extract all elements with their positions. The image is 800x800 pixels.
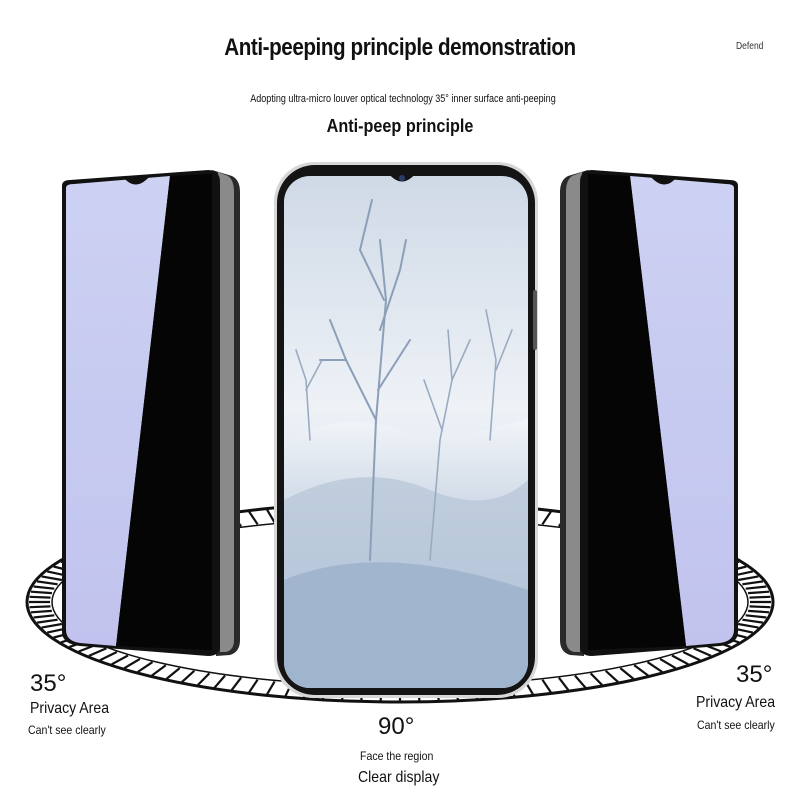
dial-tick <box>745 614 767 619</box>
dial-tick <box>248 679 259 694</box>
dial-tick <box>99 651 118 662</box>
left-view-caption: Can't see clearly <box>28 723 106 737</box>
dial-tick <box>41 622 63 629</box>
right-view-label: Privacy Area <box>696 694 776 711</box>
left-view-label: Privacy Area <box>30 700 110 717</box>
dial-tick <box>266 509 276 524</box>
dial-tick <box>213 674 226 689</box>
page-title: Anti-peeping principle demonstration <box>224 34 576 61</box>
dial-tick <box>197 672 211 686</box>
left-phone-privacy <box>62 170 240 656</box>
dial-tick <box>742 580 764 586</box>
dial-tick <box>181 669 196 683</box>
dial-tick <box>541 510 552 525</box>
dial-tick <box>36 580 58 586</box>
dial-tick <box>749 595 771 599</box>
dial-tick <box>29 605 51 609</box>
dial-tick <box>88 647 107 657</box>
dial-tick <box>619 667 635 680</box>
dial-tick <box>646 661 663 673</box>
dial-tick <box>604 669 619 683</box>
dial-tick <box>151 664 167 677</box>
dial-tick <box>633 664 649 677</box>
dial-tick <box>41 575 63 582</box>
dial-tick <box>671 654 689 666</box>
dial-tick <box>748 609 770 614</box>
dial-tick <box>737 622 759 629</box>
dial-tick <box>248 510 259 525</box>
right-phone-privacy <box>560 170 738 656</box>
dial-tick <box>137 661 154 673</box>
dial-tick <box>111 654 129 666</box>
dial-tick <box>748 590 770 595</box>
left-angle-value: 35° <box>30 670 67 697</box>
dial-tick <box>33 585 55 590</box>
dial-tick <box>30 590 52 595</box>
section-heading: Anti-peep principle <box>326 116 474 136</box>
dial-tick <box>123 657 141 670</box>
dial-tick <box>659 657 677 670</box>
dial-tick <box>33 614 55 619</box>
dial-tick <box>745 585 767 590</box>
dial-tick <box>574 674 587 689</box>
dial-tick <box>29 595 51 599</box>
dial-tick <box>737 575 759 582</box>
dial-tick <box>165 667 181 680</box>
dial-tick <box>682 651 701 662</box>
center-phone-clear <box>274 162 538 698</box>
dial-tick <box>693 647 712 657</box>
right-angle-value: 35° <box>736 661 773 688</box>
dial-tick <box>749 605 771 609</box>
dial-tick <box>36 618 58 624</box>
center-angle-value: 90° <box>378 713 415 740</box>
dial-tick <box>558 677 570 691</box>
dial-tick <box>230 677 242 691</box>
center-view-label: Face the region <box>360 749 434 763</box>
dial-tick <box>266 680 276 695</box>
dial-tick <box>541 679 552 694</box>
center-view-caption: Clear display <box>358 769 440 786</box>
dial-tick <box>589 672 603 686</box>
dial-tick <box>30 609 52 614</box>
dial-tick <box>742 618 764 624</box>
right-view-caption: Can't see clearly <box>697 718 775 732</box>
brand-logo-text: Defend <box>736 41 764 52</box>
page-subtitle: Adopting ultra-micro louver optical tech… <box>250 93 556 105</box>
